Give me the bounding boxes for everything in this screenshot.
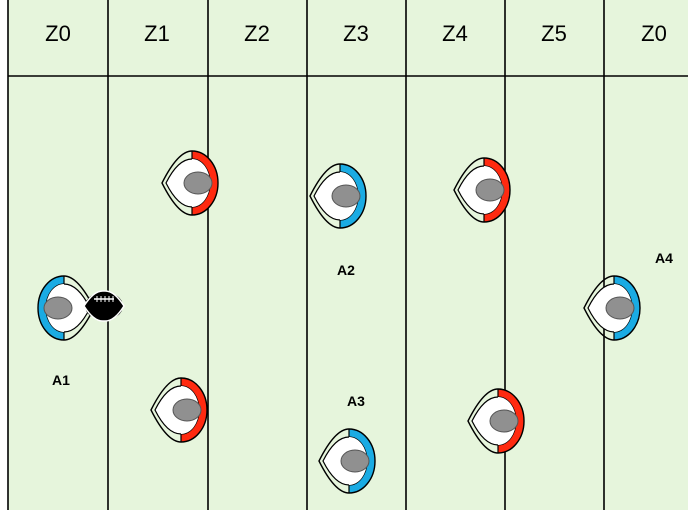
zone-label-2: Z2 <box>244 21 270 46</box>
player-label-A4: A4 <box>655 250 673 266</box>
player-label-A3: A3 <box>347 393 365 409</box>
player-body <box>309 163 367 229</box>
player-B2 <box>150 377 208 443</box>
player-head <box>43 296 73 320</box>
zone-label-4: Z4 <box>442 21 468 46</box>
helmet-outline <box>150 377 208 443</box>
helmet-outline <box>583 275 641 341</box>
zone-label-0: Z0 <box>45 21 71 46</box>
helmet-outline <box>318 428 376 494</box>
player-A1 <box>37 275 95 341</box>
player-label-A1: A1 <box>52 372 70 388</box>
player-head <box>605 296 635 320</box>
player-head <box>183 171 213 195</box>
player-head <box>331 184 361 208</box>
player-body <box>453 157 511 223</box>
helmet-outline <box>467 388 525 454</box>
player-A2 <box>309 163 367 229</box>
zone-label-5: Z5 <box>541 21 567 46</box>
player-head <box>489 409 519 433</box>
player-body <box>467 388 525 454</box>
helmet-outline <box>453 157 511 223</box>
zone-lines <box>7 0 688 510</box>
helmet-outline <box>309 163 367 229</box>
zone-label-6: Z0 <box>641 21 667 46</box>
player-head <box>340 449 370 473</box>
player-A3 <box>318 428 376 494</box>
player-body <box>37 275 95 341</box>
player-B4 <box>467 388 525 454</box>
player-A4 <box>583 275 641 341</box>
football-icon <box>83 290 125 322</box>
player-B1 <box>161 150 219 216</box>
helmet-outline <box>37 275 95 341</box>
player-head <box>172 398 202 422</box>
player-body <box>161 150 219 216</box>
player-body <box>318 428 376 494</box>
helmet-outline <box>161 150 219 216</box>
zone-label-3: Z3 <box>343 21 369 46</box>
player-head <box>475 178 505 202</box>
zone-label-1: Z1 <box>144 21 170 46</box>
player-label-A2: A2 <box>337 262 355 278</box>
player-body <box>583 275 641 341</box>
field-background <box>8 0 688 510</box>
player-body <box>150 377 208 443</box>
player-B3 <box>453 157 511 223</box>
